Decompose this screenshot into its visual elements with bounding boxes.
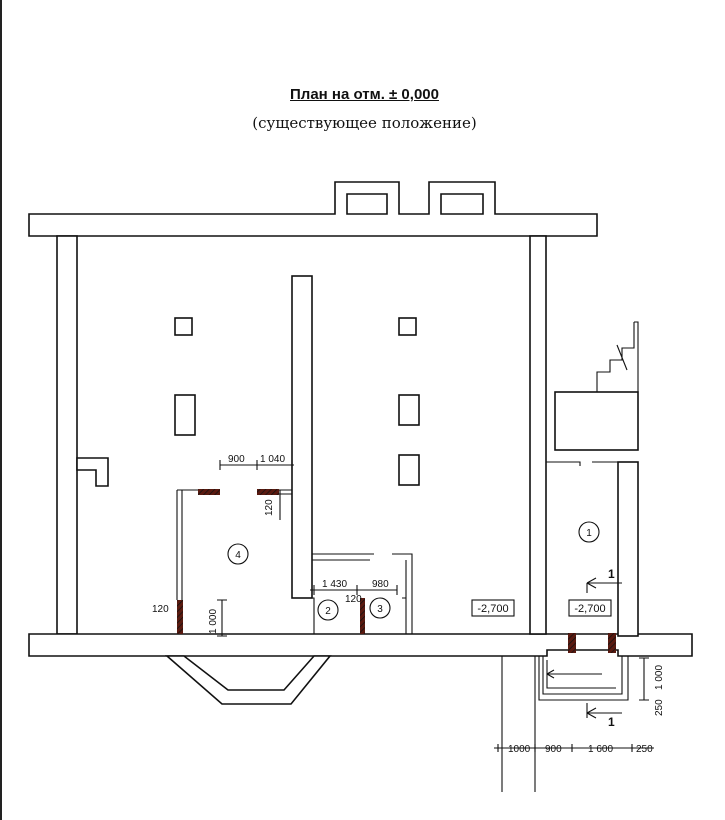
entrance-hatch: [608, 633, 616, 653]
dim-lines: [217, 460, 654, 752]
room4-hatch: [177, 600, 183, 634]
room-1: 1: [586, 528, 592, 539]
plan-title: План на отм. ± 0,000: [2, 86, 725, 103]
dim-120-left: 120: [152, 604, 169, 615]
exterior-steps: [501, 656, 629, 792]
dim-120-vertical: 120: [264, 499, 275, 516]
dim-1000-vertical: 1 000: [208, 609, 219, 634]
plan-title-text: План на отм. ± 0,000: [290, 86, 439, 103]
right-wall-1: [529, 235, 547, 635]
room23-partition: [292, 553, 413, 634]
section-mark-bottom: [586, 703, 622, 719]
column: [174, 394, 196, 436]
bottom-wall: [28, 633, 693, 657]
dim-250-right: 250: [654, 699, 665, 716]
plan-subtitle: (существующее положение): [252, 114, 477, 132]
room-marker-1: [578, 521, 600, 543]
left-wall: [56, 235, 78, 635]
center-wall: [291, 275, 313, 599]
wall-bump: [76, 457, 109, 487]
room-marker-3: [369, 597, 391, 619]
column: [174, 317, 193, 336]
section-label-bottom: 1: [608, 715, 615, 729]
dim-980: 980: [372, 579, 389, 590]
column: [398, 454, 420, 486]
dim-bottom-1600: 1 600: [588, 744, 613, 755]
dim-900: 900: [228, 454, 245, 465]
section-label-top: 1: [608, 567, 615, 581]
level-box-2: [568, 599, 612, 617]
dim-120-mid: 120: [345, 594, 362, 605]
level-box-1: [471, 599, 515, 617]
entrance-partition: [546, 461, 618, 466]
dim-1000-right: 1 000: [654, 665, 665, 690]
room4-hatch: [257, 489, 279, 495]
outer-wall: [28, 181, 598, 237]
entrance-hatch: [568, 633, 576, 653]
dim-bottom-250: 250: [636, 744, 653, 755]
room-4: 4: [235, 550, 241, 561]
stair-steps: [555, 321, 639, 393]
column: [398, 394, 420, 426]
right-wall-2: [617, 461, 639, 637]
room-marker-4: [227, 543, 249, 565]
room-3: 3: [377, 604, 383, 615]
dim-bottom-900: 900: [545, 744, 562, 755]
stair-arrow: [546, 669, 602, 679]
room4-partition: [176, 489, 292, 600]
dim-bottom-1000: 1000: [508, 744, 531, 755]
level-mark-1: -2,700: [477, 603, 508, 615]
column: [398, 317, 417, 336]
room23-hatch: [360, 598, 365, 634]
section-mark-top: [586, 577, 622, 593]
staircase-block: [554, 391, 639, 451]
room-2: 2: [325, 606, 331, 617]
dim-1430: 1 430: [322, 579, 347, 590]
room4-hatch: [198, 489, 220, 495]
bay-window: [164, 655, 332, 705]
dim-1040: 1 040: [260, 454, 285, 465]
level-mark-2: -2,700: [574, 603, 605, 615]
room-marker-2: [317, 599, 339, 621]
top-niche-right: [440, 193, 484, 215]
top-niche-left: [346, 193, 388, 215]
